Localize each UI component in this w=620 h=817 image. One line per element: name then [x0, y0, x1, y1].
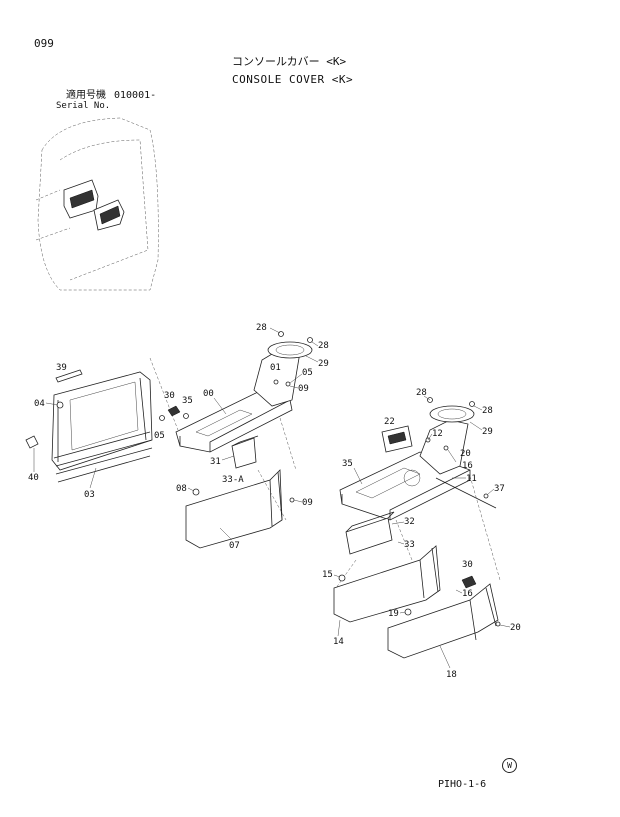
callout-label: 04: [34, 399, 45, 409]
callout-label: 33: [404, 540, 415, 550]
callout-label: 14: [333, 637, 344, 647]
cab-overview: [35, 117, 159, 291]
callout-label: 00: [203, 389, 214, 399]
callout-label: 37: [494, 484, 505, 494]
callout-label: 40: [28, 473, 39, 483]
callout-label: 30: [164, 391, 175, 401]
callout-label: 22: [384, 417, 395, 427]
callout-label: 28: [256, 323, 267, 333]
serial-label-japanese: 適用号機: [66, 90, 106, 101]
callout-label: 07: [229, 541, 240, 551]
callout-label: 28: [416, 388, 427, 398]
callout-label: 28: [318, 341, 329, 351]
serial-value: 010001-: [114, 90, 157, 101]
title-japanese: コンソールカバー <K>: [232, 55, 347, 68]
callout-label: 29: [482, 427, 493, 437]
callout-label: 31: [210, 457, 221, 467]
left-assembly: [25, 331, 313, 549]
title-english: CONSOLE COVER <K>: [232, 73, 354, 86]
callout-label: 32: [404, 517, 415, 527]
callout-label: 29: [318, 359, 329, 369]
reference-code: PIHO-1-6: [438, 779, 487, 790]
left-callouts: 39 04 40 03 30 35 05 00 31 33-A 08 07 09…: [28, 323, 329, 551]
callout-label: 05: [302, 368, 313, 378]
callout-label: 16: [462, 589, 473, 599]
callout-label: 03: [84, 490, 95, 500]
right-callouts: 28 28 29 22 12 16 20 11 35 37 32 33 15 3…: [322, 388, 521, 680]
callout-label: 16: [462, 461, 473, 471]
callout-label: 20: [460, 449, 471, 459]
watermark-mark: W: [502, 758, 517, 773]
callout-label: 09: [298, 384, 309, 394]
callout-label: 18: [446, 670, 457, 680]
right-assembly: [333, 397, 501, 659]
callout-label: 30: [462, 560, 473, 570]
serial-label-english: Serial No.: [56, 101, 111, 111]
callout-label: 05: [154, 431, 165, 441]
callout-label: 35: [342, 459, 353, 469]
callout-label: 09: [302, 498, 313, 508]
callout-label: 28: [482, 406, 493, 416]
callout-label: 08: [176, 484, 187, 494]
page-number: 099: [34, 37, 54, 50]
callout-label: 33-A: [222, 475, 244, 485]
callout-label: 35: [182, 396, 193, 406]
callout-label: 12: [432, 429, 443, 439]
callout-label: 19: [388, 609, 399, 619]
callout-label: 15: [322, 570, 333, 580]
callout-label: 01: [270, 363, 281, 373]
callout-label: 39: [56, 363, 67, 373]
callout-label: 20: [510, 623, 521, 633]
callout-label: 11: [466, 474, 477, 484]
